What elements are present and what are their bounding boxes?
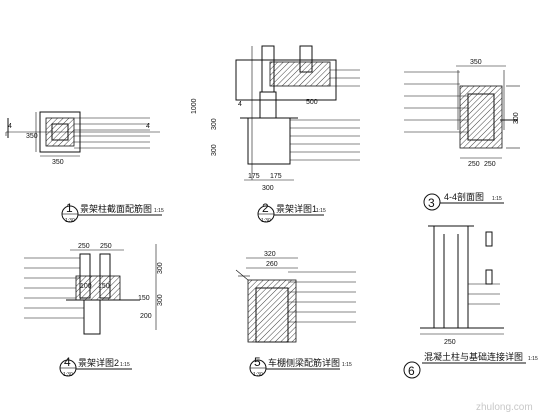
panel-scale: 1:15: [528, 356, 538, 362]
leader-notes: [74, 117, 150, 149]
panel-scale: 1:15: [154, 208, 164, 214]
watermark: zhulong.com: [476, 402, 533, 413]
panel-6-column-foundation: 250 6 混凝土柱与基础连接详图 1:15: [403, 225, 538, 379]
panel-2-detail-1: 1000 300 300 500 175 175 300 4 2 1:30 景架…: [191, 45, 360, 224]
panel-title: 车棚侧梁配筋详图: [268, 357, 340, 368]
leader-notes: [24, 257, 84, 319]
dim-c: 300: [157, 262, 164, 274]
panel-title: 景架柱截面配筋图: [80, 203, 152, 214]
dim-b: 250: [100, 243, 112, 250]
panel-3-section-4-4: 350 300 250 250 3 4-4剖面图 1:15: [404, 59, 520, 211]
dim-d: 175: [248, 173, 260, 180]
panel-1-column-section: 4 350 350 4 1 1:30 景架柱截面配筋图 1:15: [5, 111, 164, 224]
detail-number: 2: [262, 201, 269, 215]
dim-top: 350: [470, 59, 482, 66]
dim-width: 350: [52, 159, 64, 166]
detail-number: 4: [64, 355, 71, 369]
panel-scale: 1:15: [316, 208, 326, 214]
leader-notes: [468, 283, 500, 305]
panel-title: 景架详图2: [78, 357, 119, 368]
dim-e: 175: [270, 173, 282, 180]
detail-bubble: [403, 361, 421, 379]
section-mark-right: 4: [146, 123, 150, 130]
detail-number: 1: [66, 201, 73, 215]
panel-scale: 1:15: [492, 196, 502, 202]
dim-a: 250: [78, 243, 90, 250]
leader-notes: [290, 69, 360, 161]
detail-number: 6: [408, 364, 415, 378]
dim-c: 500: [306, 99, 318, 106]
dim-bottom: 250: [468, 161, 480, 168]
panel-scale: 1:15: [120, 362, 130, 368]
detail-number: 5: [254, 355, 261, 369]
dim-b: 300: [211, 144, 218, 156]
detail-number: 3: [428, 196, 435, 210]
dim-g: 150: [138, 295, 150, 302]
detail-sub: 1:30: [253, 372, 263, 378]
section-mark: 4: [8, 123, 12, 130]
panel-title: 混凝土柱与基础连接详图: [424, 351, 523, 362]
detail-sub: 1:30: [65, 218, 75, 224]
panel-5-side-beam: 320 260 5 1:30 车棚侧梁配筋详图 1:15: [235, 251, 356, 378]
dim-f: 300: [262, 185, 274, 192]
dim-a: 300: [211, 118, 218, 130]
leader-notes: [288, 271, 356, 323]
panel-scale: 1:15: [342, 362, 352, 368]
dim-f: 150: [98, 283, 110, 290]
panel-title: 4-4剖面图: [444, 191, 484, 202]
dim-e: 100: [80, 283, 92, 290]
dim-height: 350: [26, 133, 38, 140]
dim-total-height: 1000: [191, 98, 198, 114]
section-mark: 4: [238, 101, 242, 108]
dim-width: 250: [444, 339, 456, 346]
dim-d: 300: [157, 294, 164, 306]
dim-right: 300: [513, 112, 520, 124]
dim-top: 320: [264, 251, 276, 258]
leader-notes: [404, 71, 468, 133]
dim-inner: 260: [266, 261, 278, 268]
panel-4-detail-2: 250 250 300 300 100 150 150 200 4 1:30 景…: [24, 243, 164, 378]
panel-title: 景架详图1: [276, 203, 317, 214]
detail-sub: 1:30: [261, 218, 271, 224]
dim-h: 200: [140, 313, 152, 320]
detail-bubble: [423, 193, 441, 211]
detail-sub: 1:30: [63, 372, 73, 378]
dim-bottom-2: 250: [484, 161, 496, 168]
